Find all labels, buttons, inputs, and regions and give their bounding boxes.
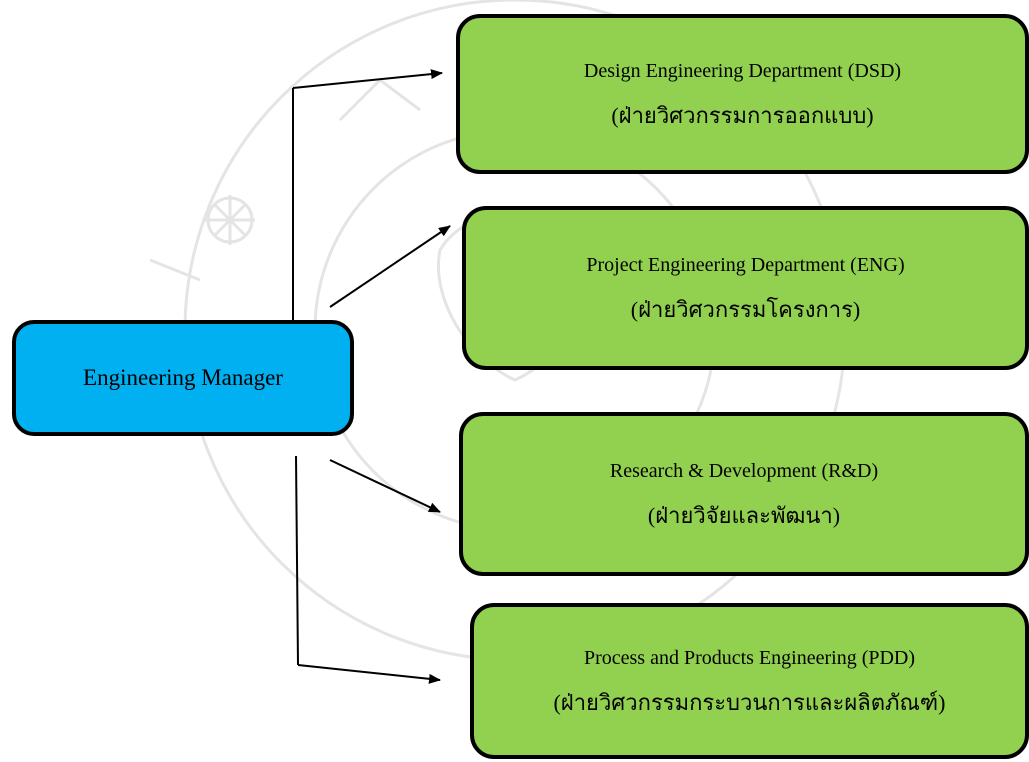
arrow-to-pdd <box>297 664 441 684</box>
research-development-box: Research & Development (R&D) (ฝ่ายวิจัยแ… <box>459 412 1029 576</box>
pdd-thai-label: (ฝ่ายวิศวกรรมกระบวนการและผลิตภัณฑ์) <box>553 689 946 715</box>
connector-trunk-lower <box>295 455 299 666</box>
project-engineering-department-box: Project Engineering Department (ENG) (ฝ่… <box>462 206 1029 370</box>
eng-english-label: Project Engineering Department (ENG) <box>586 253 905 276</box>
rnd-english-label: Research & Development (R&D) <box>609 459 879 482</box>
process-products-engineering-box: Process and Products Engineering (PDD) (… <box>470 603 1029 759</box>
rnd-thai-label: (ฝ่ายวิจัยและพัฒนา) <box>647 502 841 528</box>
design-engineering-department-box: Design Engineering Department (DSD) (ฝ่า… <box>456 14 1029 174</box>
engineering-manager-label: Engineering Manager <box>83 365 283 390</box>
dsd-english-label: Design Engineering Department (DSD) <box>583 59 902 82</box>
eng-thai-label: (ฝ่ายวิศวกรรมโครงการ) <box>630 296 861 322</box>
engineering-manager-box: Engineering Manager <box>12 320 354 436</box>
arrow-to-rnd <box>329 459 441 513</box>
arrow-to-dsd <box>292 69 443 89</box>
arrow-to-eng <box>329 225 451 308</box>
dsd-thai-label: (ฝ่ายวิศวกรรมการออกแบบ) <box>611 102 874 128</box>
pdd-english-label: Process and Products Engineering (PDD) <box>583 646 916 669</box>
